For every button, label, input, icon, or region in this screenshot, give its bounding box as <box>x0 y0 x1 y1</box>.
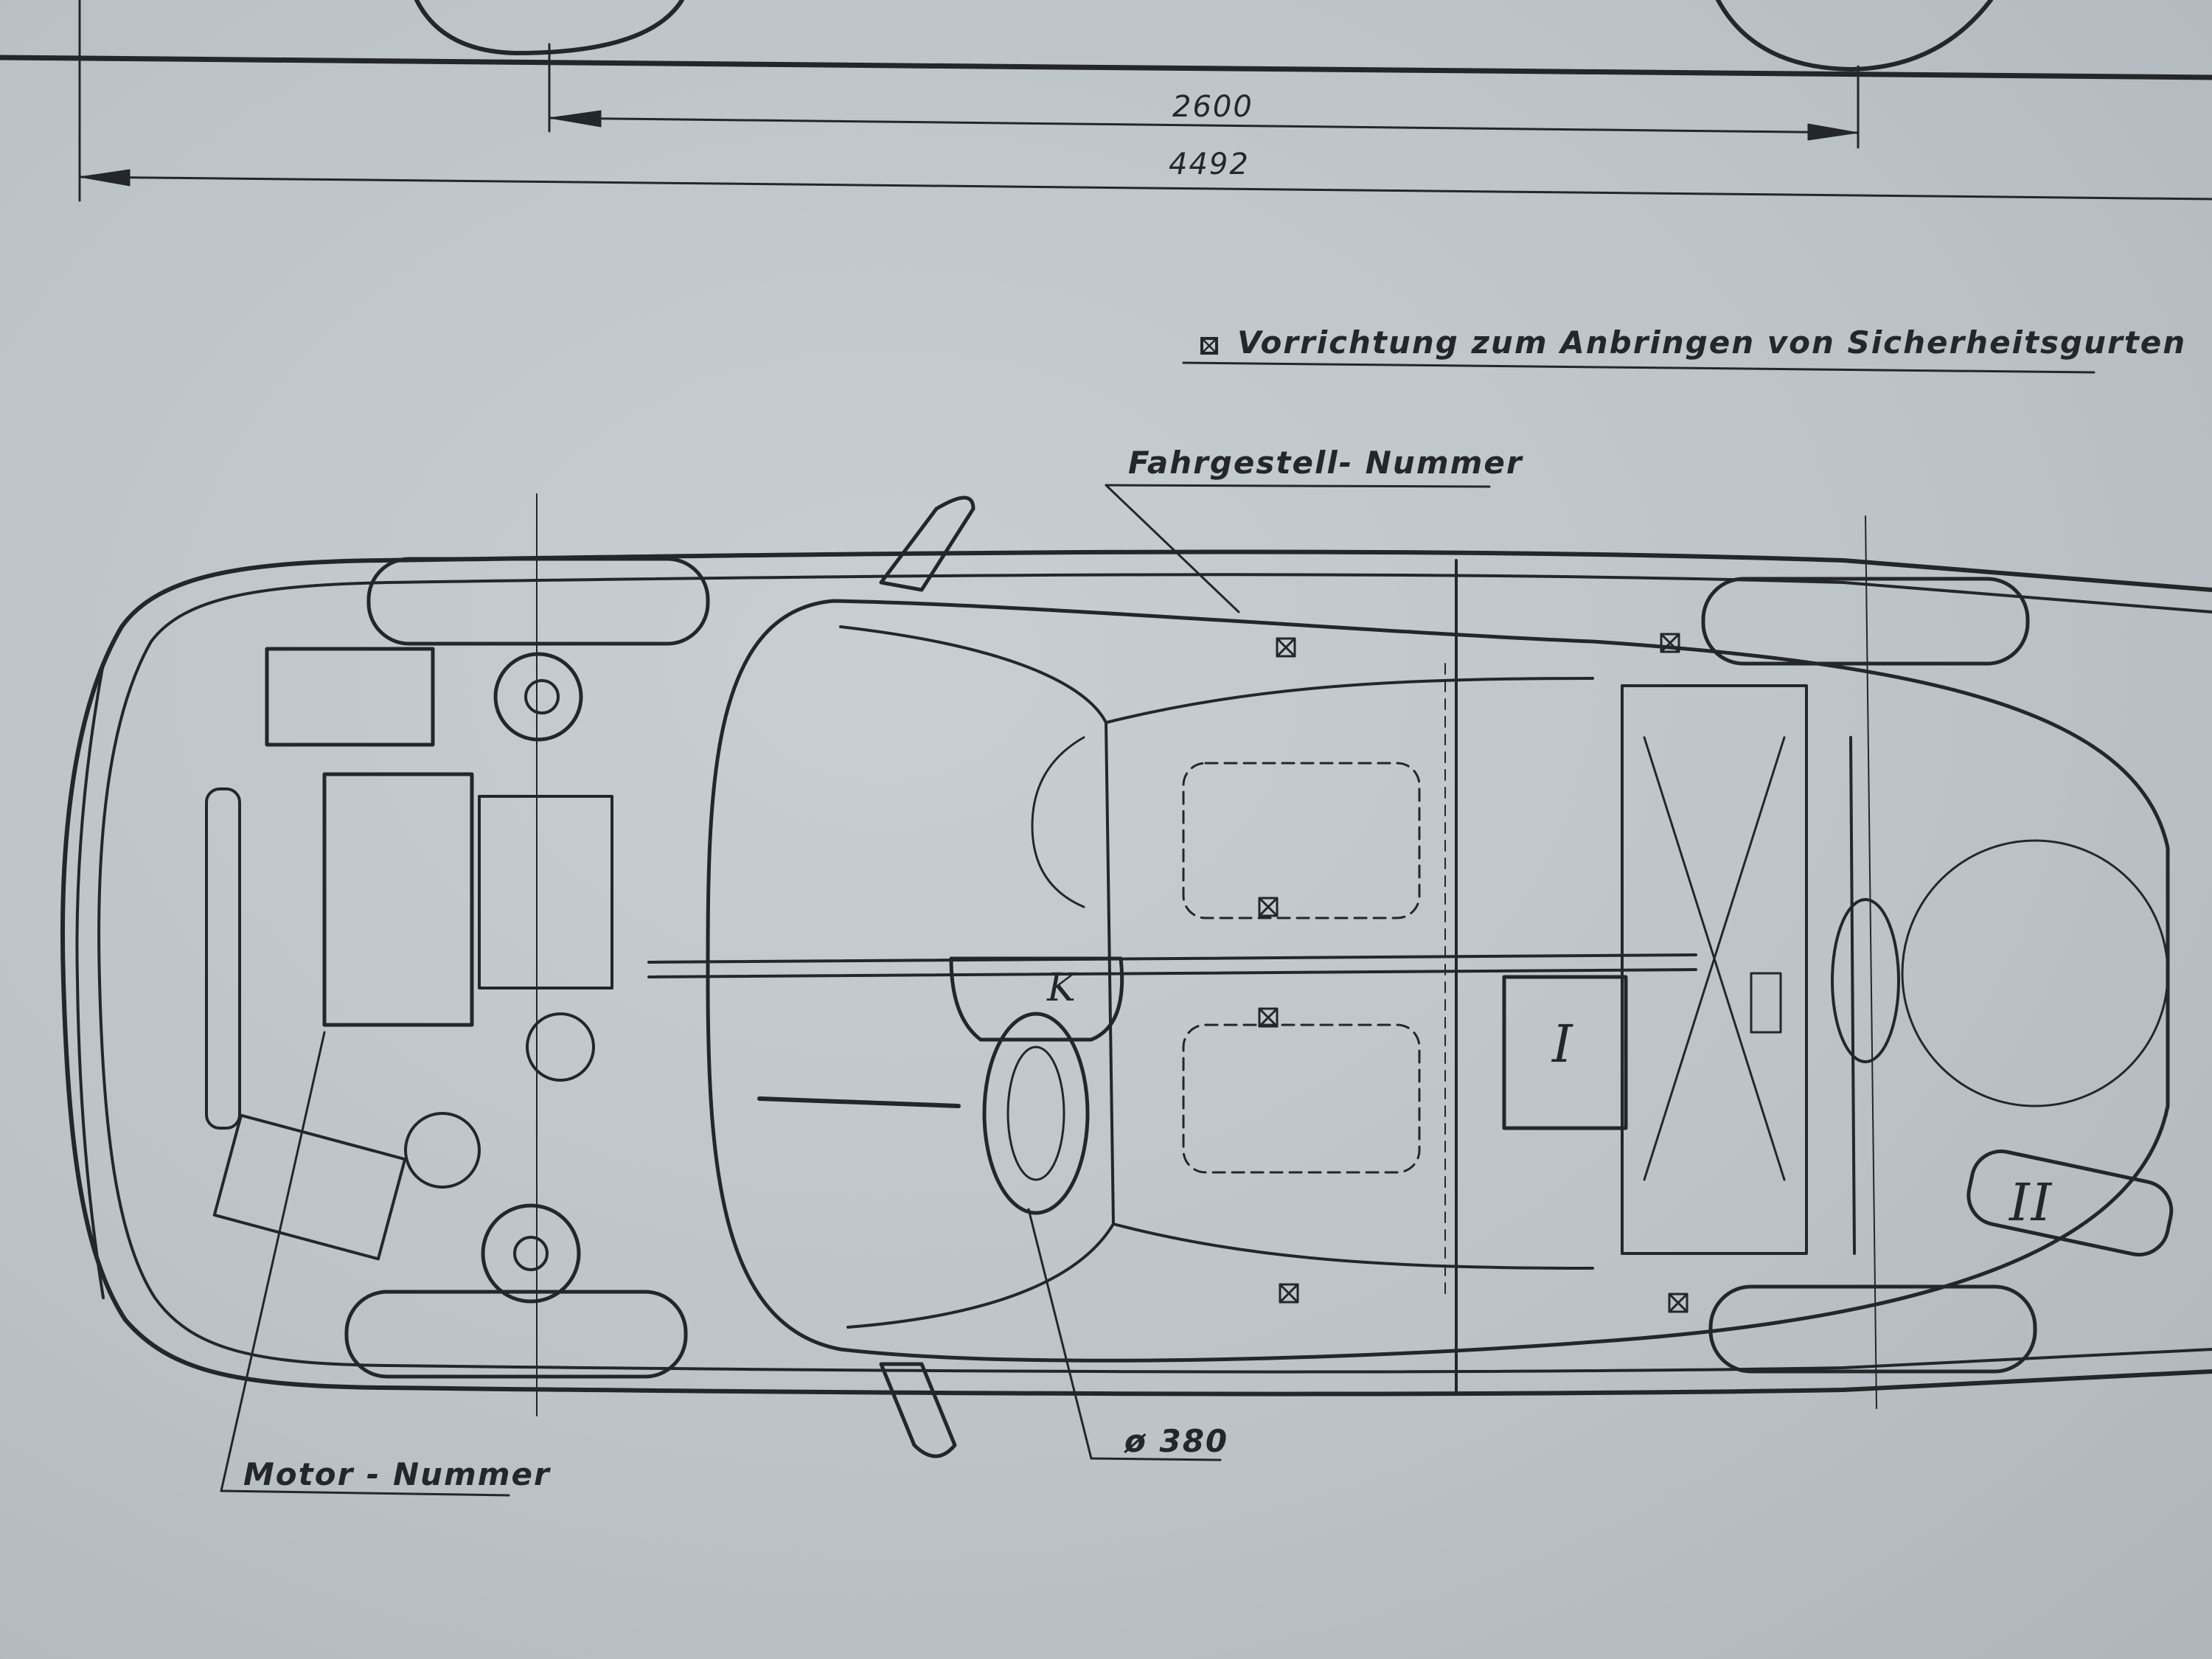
front-bumper <box>75 662 105 1299</box>
wheelbase-arrow-right <box>1807 123 1859 141</box>
rear-subframe <box>1621 684 1808 1255</box>
distributor <box>526 1012 595 1082</box>
rear-half-shaft <box>1849 736 1856 1255</box>
door-lines <box>1105 677 1594 1270</box>
drive-shaft-upper <box>647 953 1697 964</box>
boxed-cross-icon <box>1200 337 1218 355</box>
gearbox <box>478 795 613 990</box>
pulley <box>404 1112 481 1189</box>
front-left-seat <box>1182 762 1421 919</box>
steering-leader <box>1027 1208 1093 1460</box>
seatbelt-anchor-marks <box>1258 633 1688 1313</box>
length-arrow-left <box>79 169 131 187</box>
drive-shaft-lower <box>647 968 1697 978</box>
radiator <box>205 787 241 1130</box>
chassis-label-underline <box>1105 484 1491 488</box>
seatbelt-note-underline <box>1182 361 2096 374</box>
steering-column <box>757 1096 961 1108</box>
rear-wheel-arc <box>1716 0 1993 72</box>
seatbelt-note: Vorrichtung zum Anbringen von Sicherheit… <box>1200 324 2186 361</box>
alternator <box>481 1203 581 1304</box>
front-right-wheel <box>344 1290 688 1379</box>
compartment-two-label: II <box>2009 1172 2053 1233</box>
chassis-number-label: Fahrgestell- Nummer <box>1128 445 1523 481</box>
leader-lines <box>220 361 2096 1497</box>
seatbelt-note-text: Vorrichtung zum Anbringen von Sicherheit… <box>1237 324 2187 361</box>
differential-mount <box>1750 972 1782 1034</box>
engine-number-label: Motor - Nummer <box>243 1456 551 1492</box>
side-view-fragment <box>0 0 2212 202</box>
left-mirror <box>879 495 975 592</box>
steering-wheel-inner <box>1006 1046 1065 1181</box>
compartment-one-box <box>1502 975 1628 1130</box>
engine-block <box>322 772 474 1027</box>
spare-wheel <box>1901 839 2169 1107</box>
ground-line <box>0 55 2212 80</box>
steering-label-underline <box>1090 1457 1222 1461</box>
rear-right-wheel <box>1708 1284 2037 1374</box>
front-left-wheel <box>366 557 710 646</box>
wheelbase-dimension-label: 2600 <box>1172 90 1253 124</box>
engine-leader <box>220 1031 326 1492</box>
air-filter <box>493 652 583 742</box>
overall-length-dimension-label: 4492 <box>1169 147 1250 181</box>
heater-marker-label: K <box>1047 966 1077 1010</box>
engine-number-plate <box>212 1113 407 1261</box>
length-dimension-line <box>78 175 2212 201</box>
steering-wheel <box>982 1012 1090 1215</box>
front-right-seat <box>1182 1023 1421 1174</box>
rear-cross-braces <box>1643 736 1786 1181</box>
cabin-outline <box>706 599 2170 1363</box>
engine-label-underline <box>220 1489 510 1497</box>
wheelbase-arrow-left <box>549 110 602 128</box>
differential <box>1831 898 1900 1063</box>
alternator-center <box>513 1236 549 1271</box>
battery <box>265 647 435 747</box>
chassis-leader <box>1105 484 1240 613</box>
air-filter-center <box>524 679 560 714</box>
rear-left-wheel <box>1701 577 2030 666</box>
front-wheel-arc <box>414 0 684 55</box>
steering-wheel-diameter-label: ø 380 <box>1124 1423 1229 1459</box>
left-seat-back <box>1031 736 1085 908</box>
wheelbase-dimension-line <box>548 116 1860 134</box>
plan-view <box>60 493 2212 1458</box>
compartment-two-box <box>1966 1150 2174 1257</box>
heater-box <box>949 956 1124 1042</box>
rear-axle-centerline <box>1865 515 1877 1409</box>
body-inner-outline <box>97 573 2212 1374</box>
compartment-one-label: I <box>1552 1014 1574 1074</box>
right-mirror <box>879 1362 957 1458</box>
